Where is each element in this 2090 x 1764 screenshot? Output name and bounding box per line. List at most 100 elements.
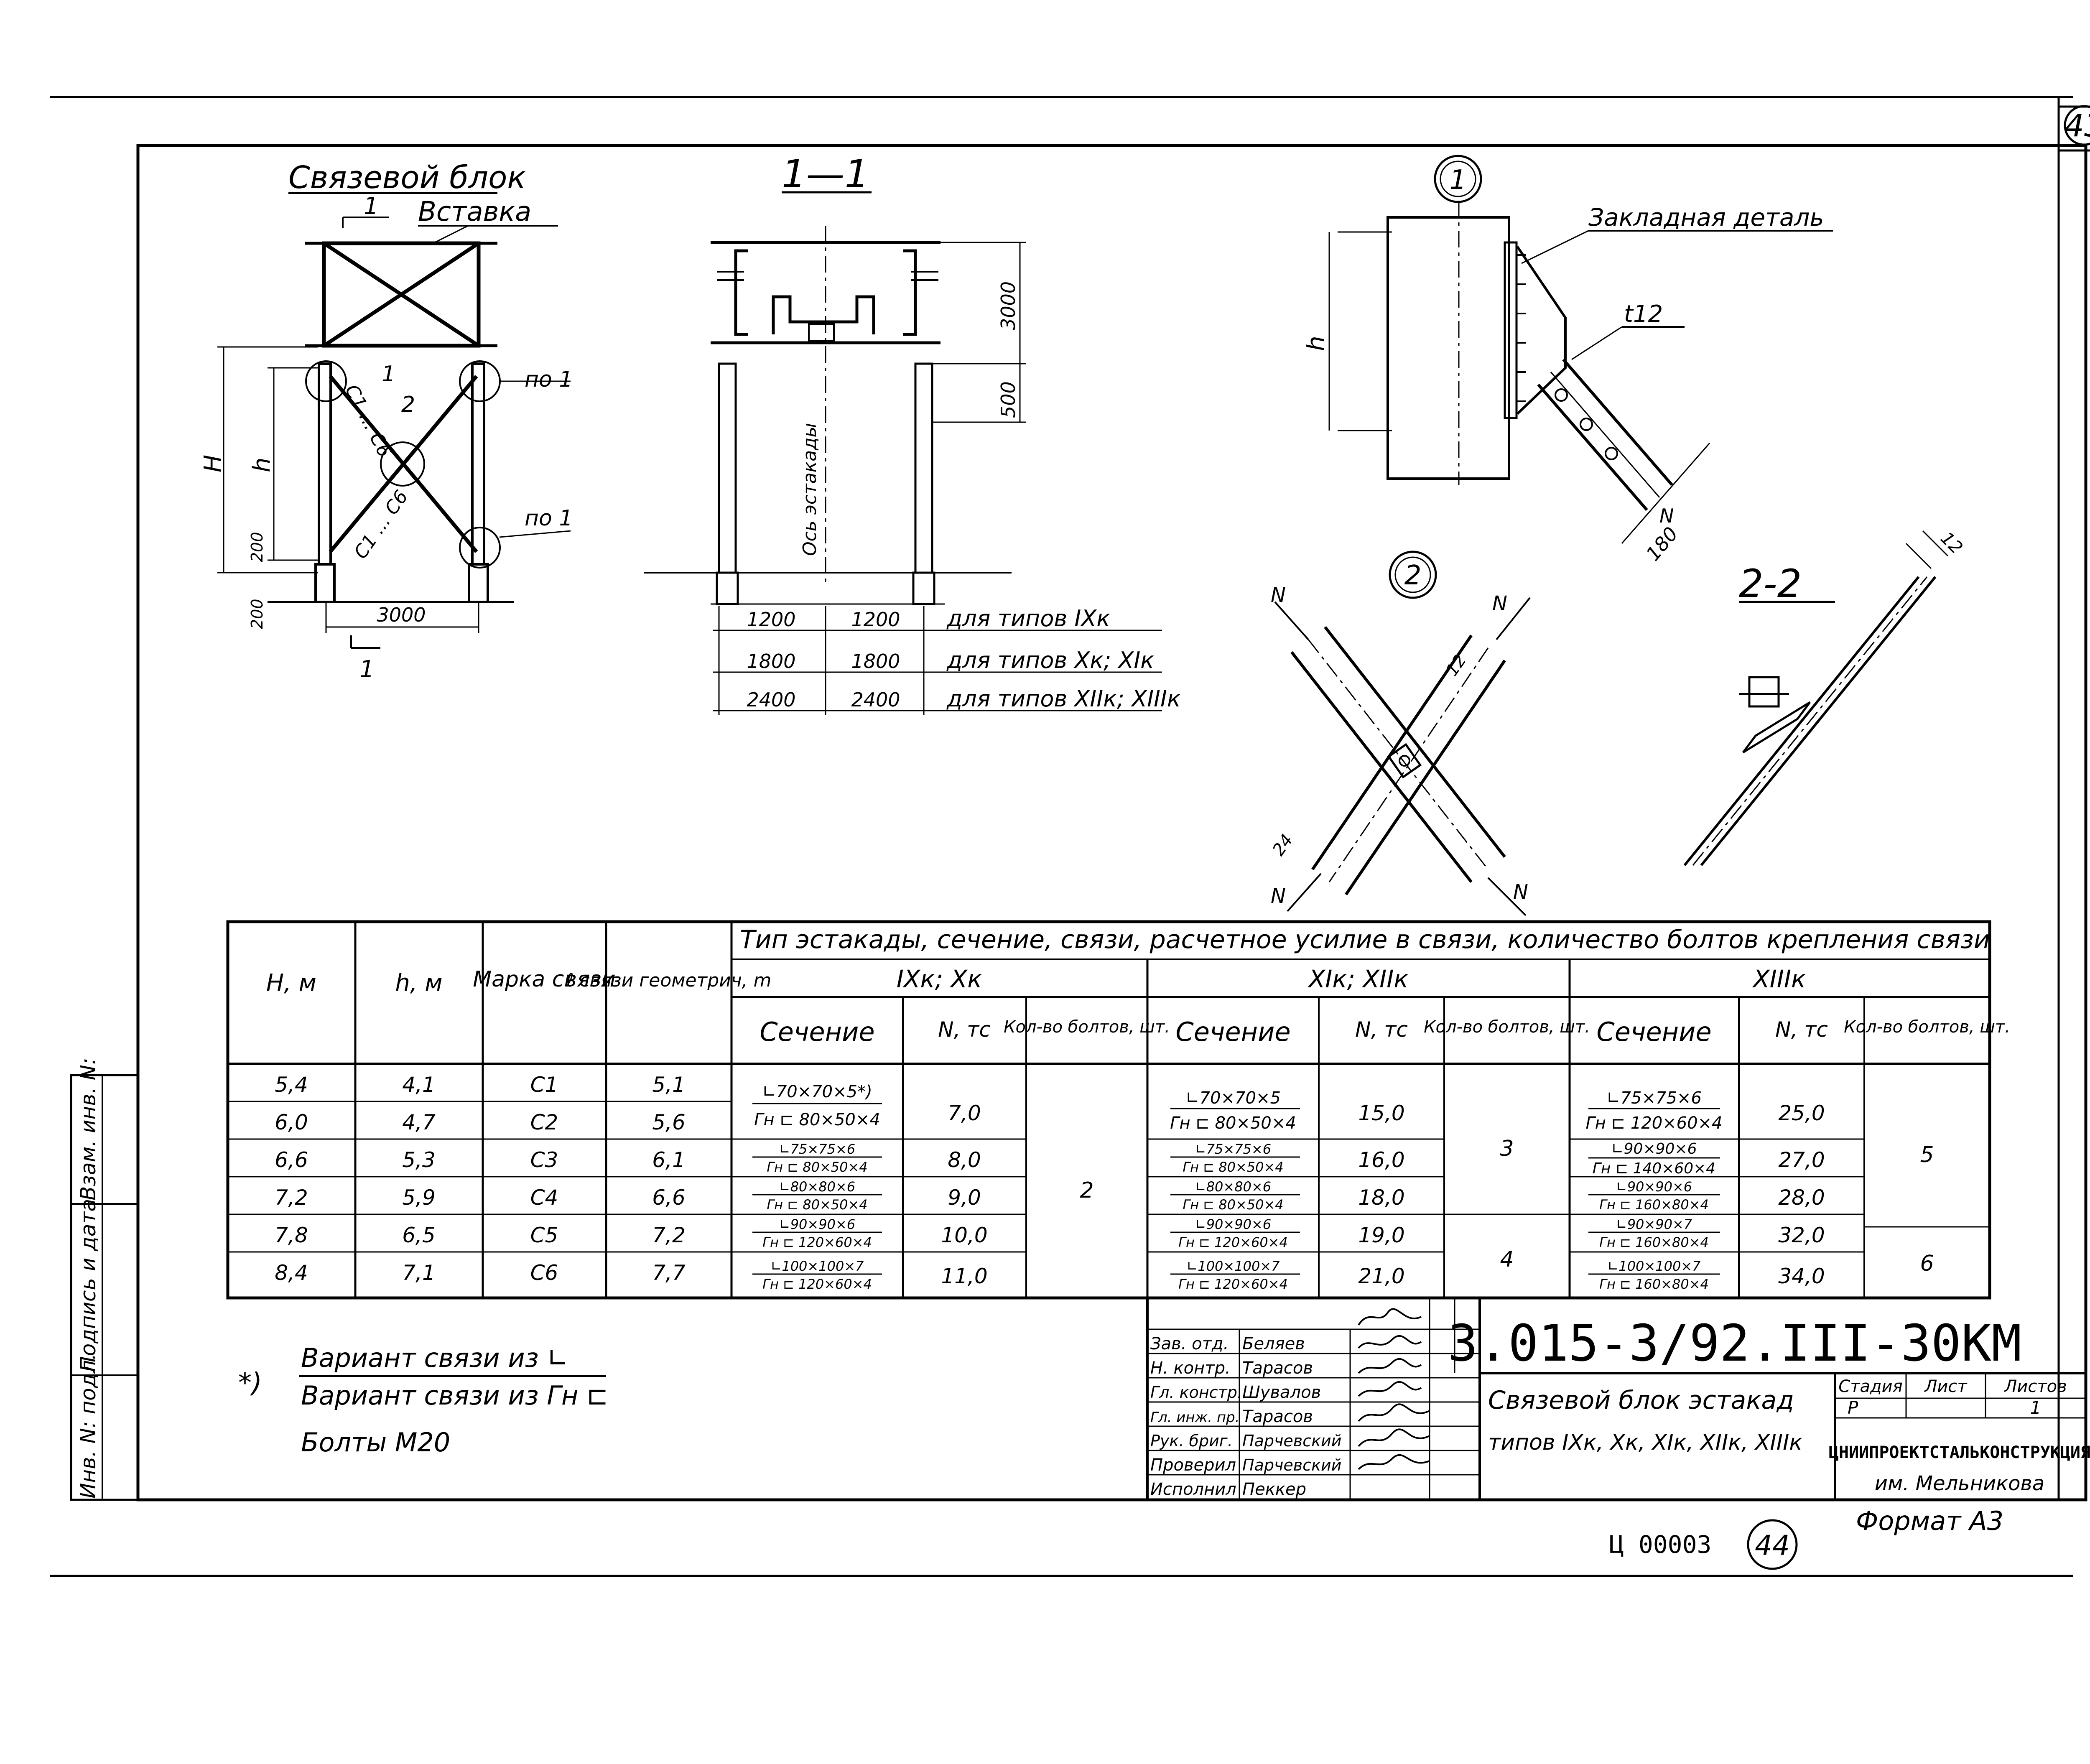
g2-section-5-bot: Гн ⊏ 120×60×4	[1178, 1276, 1288, 1292]
section-mark-top: 1	[364, 193, 379, 220]
g2-section-2-top: ∟75×75×6	[1195, 1141, 1271, 1157]
g1-section-5-top: ∟100×100×7	[771, 1258, 864, 1274]
header-group-1: IXк; Xк	[897, 965, 982, 993]
g3-header-bolts: Кол-во болтов, шт.	[1844, 1017, 2010, 1037]
brace-label-lower: С1 ... С6	[350, 487, 412, 563]
g2-section-2-bot: Гн ⊏ 80×50×4	[1183, 1159, 1283, 1175]
view-section-2-2: 2-2 12	[1683, 528, 1967, 866]
g2-force-3: 18,0	[1358, 1185, 1404, 1210]
cell-H-2: 6,0	[275, 1110, 308, 1134]
name-5: Парчевский	[1242, 1432, 1341, 1450]
header-h: h, м	[395, 969, 442, 997]
g1-header-bolts: Кол-во болтов, шт.	[1004, 1017, 1170, 1037]
sheets-label: Листов	[2003, 1377, 2067, 1396]
side-stamp-sign: Подпись и дата	[76, 1199, 100, 1372]
name-6: Парчевский	[1242, 1456, 1341, 1474]
spacing-row1-desc: для типов IXк	[946, 605, 1110, 632]
g1-bolts: 2	[1080, 1178, 1093, 1203]
role-4: Гл. инж. пр.	[1150, 1409, 1239, 1426]
g2-section-4-bot: Гн ⊏ 120×60×4	[1178, 1234, 1288, 1250]
g2-header-section: Сечение	[1175, 1017, 1290, 1047]
node-1-dim-h: h	[1302, 336, 1330, 351]
dim-200-lower: 200	[248, 599, 266, 629]
g2-section-5-top: ∟100×100×7	[1187, 1258, 1280, 1274]
signature-4	[1358, 1381, 1422, 1397]
cell-h-4: 5,9	[402, 1185, 436, 1210]
header-group-2: XIк; XIIк	[1308, 965, 1409, 993]
g1-section-4-bot: Гн ⊏ 120×60×4	[762, 1234, 872, 1250]
cell-h-2: 4,7	[402, 1110, 436, 1134]
note-variant-top: Вариант связи из ∟	[301, 1343, 568, 1373]
g3-header-section: Сечение	[1596, 1017, 1711, 1047]
cell-mark-4: С4	[530, 1185, 558, 1210]
g3-header-force: N, тс	[1775, 1017, 1828, 1042]
spacing-row3-desc: для типов XIIк; XIIIк	[946, 686, 1181, 712]
g2-header-force: N, тс	[1355, 1017, 1408, 1042]
role-7: Исполнил	[1150, 1480, 1236, 1499]
stage-label: Стадия	[1838, 1377, 1902, 1396]
g3-force-3: 28,0	[1778, 1185, 1825, 1210]
node-1-force: N	[1659, 505, 1674, 527]
node-ref-top-right: по 1	[525, 367, 573, 392]
g3-section-1-bot: Гн ⊏ 120×60×4	[1585, 1114, 1722, 1133]
sheets-value: 1	[2030, 1397, 2042, 1418]
g2-section-3-bot: Гн ⊏ 80×50×4	[1183, 1197, 1283, 1213]
g3-section-5-bot: Гн ⊏ 160×80×4	[1599, 1276, 1709, 1292]
g3-bolts-lower: 6	[1920, 1251, 1934, 1276]
node-1-label: 1	[1450, 165, 1467, 196]
header-mark: Марка связи	[473, 967, 616, 992]
role-3: Гл. констр.	[1150, 1383, 1242, 1402]
note-variant-bottom: Вариант связи из Гн ⊏	[301, 1380, 608, 1411]
dim-3000: 3000	[997, 281, 1020, 330]
spacing-row2-left: 1800	[747, 650, 795, 673]
axis-label: Ось эстакады	[799, 423, 821, 556]
name-1: Беляев	[1242, 1334, 1305, 1354]
stamp-code: Ц 00003	[1609, 1530, 1711, 1559]
name-4: Тарасов	[1242, 1407, 1313, 1426]
dim-H: H	[199, 455, 227, 472]
sheet-frame: 43	[50, 96, 2090, 1577]
signature-5	[1358, 1403, 1430, 1422]
cell-mark-2: С2	[530, 1110, 558, 1134]
cell-h-1: 4,1	[402, 1073, 436, 1097]
node-ref-1: 1	[382, 362, 395, 387]
g2-section-1-bot: Гн ⊏ 80×50×4	[1170, 1114, 1296, 1133]
header-group-3: XIIIк	[1752, 965, 1806, 993]
g3-bolts-upper: 5	[1920, 1142, 1934, 1168]
stage-value: Р	[1848, 1397, 1858, 1418]
brace-label-upper: С1 ... С6	[341, 381, 395, 461]
g1-section-3-bot: Гн ⊏ 80×50×4	[767, 1197, 867, 1213]
g3-force-1: 25,0	[1778, 1101, 1825, 1125]
dim-span-3000: 3000	[377, 604, 426, 626]
name-2: Тарасов	[1242, 1359, 1313, 1378]
view-section-1-1: 1—1 Ось эстакады 3000 500	[644, 152, 1181, 715]
g3-section-3-bot: Гн ⊏ 160×80×4	[1599, 1197, 1709, 1213]
g3-section-3-top: ∟90×90×6	[1616, 1179, 1692, 1195]
g3-section-4-top: ∟90×90×7	[1616, 1216, 1692, 1232]
g3-force-5: 34,0	[1778, 1264, 1825, 1288]
doc-code: 3.015-3/92.III-30КМ	[1448, 1315, 2022, 1373]
g1-force-3: 9,0	[948, 1185, 981, 1210]
spacing-row3-right: 2400	[851, 688, 900, 711]
cell-H-6: 8,4	[275, 1261, 308, 1285]
g1-force-1: 7,0	[948, 1101, 981, 1125]
g1-force-4: 10,0	[941, 1223, 987, 1247]
g3-force-2: 27,0	[1778, 1148, 1825, 1172]
node-2-dim-24: 24	[1269, 831, 1297, 859]
g2-section-1-top: ∟70×70×5	[1185, 1088, 1281, 1108]
g2-force-1: 15,0	[1358, 1101, 1404, 1125]
spacing-row2-desc: для типов Xк; XIк	[946, 647, 1154, 673]
signature-3	[1358, 1358, 1422, 1374]
spacing-row1-right: 1200	[851, 608, 900, 631]
signature-2	[1358, 1335, 1422, 1349]
node-2-force-4: N	[1513, 880, 1528, 904]
side-stamp-inv: Инв. N: подл.	[76, 1354, 100, 1499]
table-group-header: Тип эстакады, сечение, связи, расчетное …	[740, 925, 1990, 954]
org-subname: им. Мельникова	[1875, 1472, 2044, 1495]
g1-section-4-top: ∟90×90×6	[779, 1216, 855, 1232]
signature-6	[1358, 1428, 1430, 1447]
g2-force-4: 19,0	[1358, 1223, 1404, 1247]
role-6: Проверил	[1150, 1456, 1236, 1475]
spacing-row1-left: 1200	[747, 608, 795, 631]
sheet-number: 43	[2065, 108, 2090, 144]
